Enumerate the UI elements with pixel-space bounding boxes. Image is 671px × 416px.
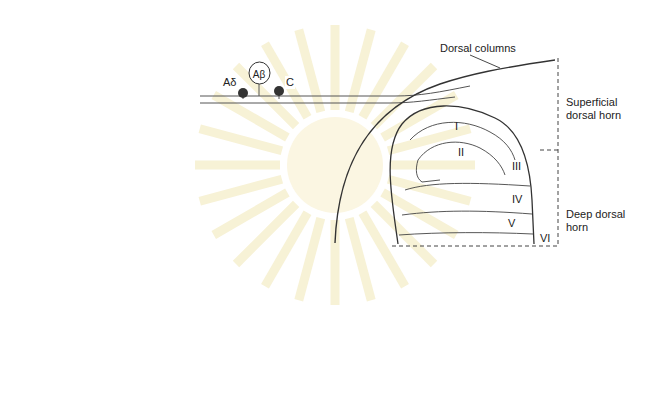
part-label: Dorsal columns	[440, 42, 516, 55]
fibre-label: C	[285, 76, 295, 89]
watermark-disc	[287, 117, 383, 213]
lamina-number: II	[458, 146, 464, 159]
lamina-number: VI	[540, 232, 550, 245]
fibre-label: Aδ	[222, 76, 237, 89]
region-label: Deep dorsal horn	[566, 208, 626, 233]
watermark-ray	[349, 218, 371, 300]
watermark-ray	[195, 161, 280, 170]
oval-shape	[249, 62, 270, 84]
watermark-sunburst	[195, 25, 475, 305]
lamina-number: III	[512, 160, 521, 173]
watermark-ray	[299, 30, 321, 112]
fibre-cell-body	[274, 86, 284, 96]
watermark-ray	[331, 25, 340, 110]
lamina-boundaries	[399, 122, 533, 235]
fibre-label: Aβ	[253, 69, 265, 80]
watermark-ray	[390, 161, 475, 170]
watermark-ray	[200, 179, 282, 201]
dorsal-horn-outline	[390, 106, 534, 244]
dorsal-root	[200, 82, 470, 103]
lamina-number: IV	[512, 193, 522, 206]
watermark-ray	[388, 129, 470, 151]
lamina-number: I	[455, 120, 458, 133]
lamina-number: V	[508, 217, 515, 230]
region-label: Superficial dorsal horn	[566, 96, 638, 121]
fibre-cell-body	[238, 88, 248, 98]
region-bracket	[392, 58, 558, 246]
spinal-cord-outline	[335, 60, 555, 243]
leader-line	[470, 55, 500, 68]
fibre-oval: Aβ	[248, 61, 271, 85]
